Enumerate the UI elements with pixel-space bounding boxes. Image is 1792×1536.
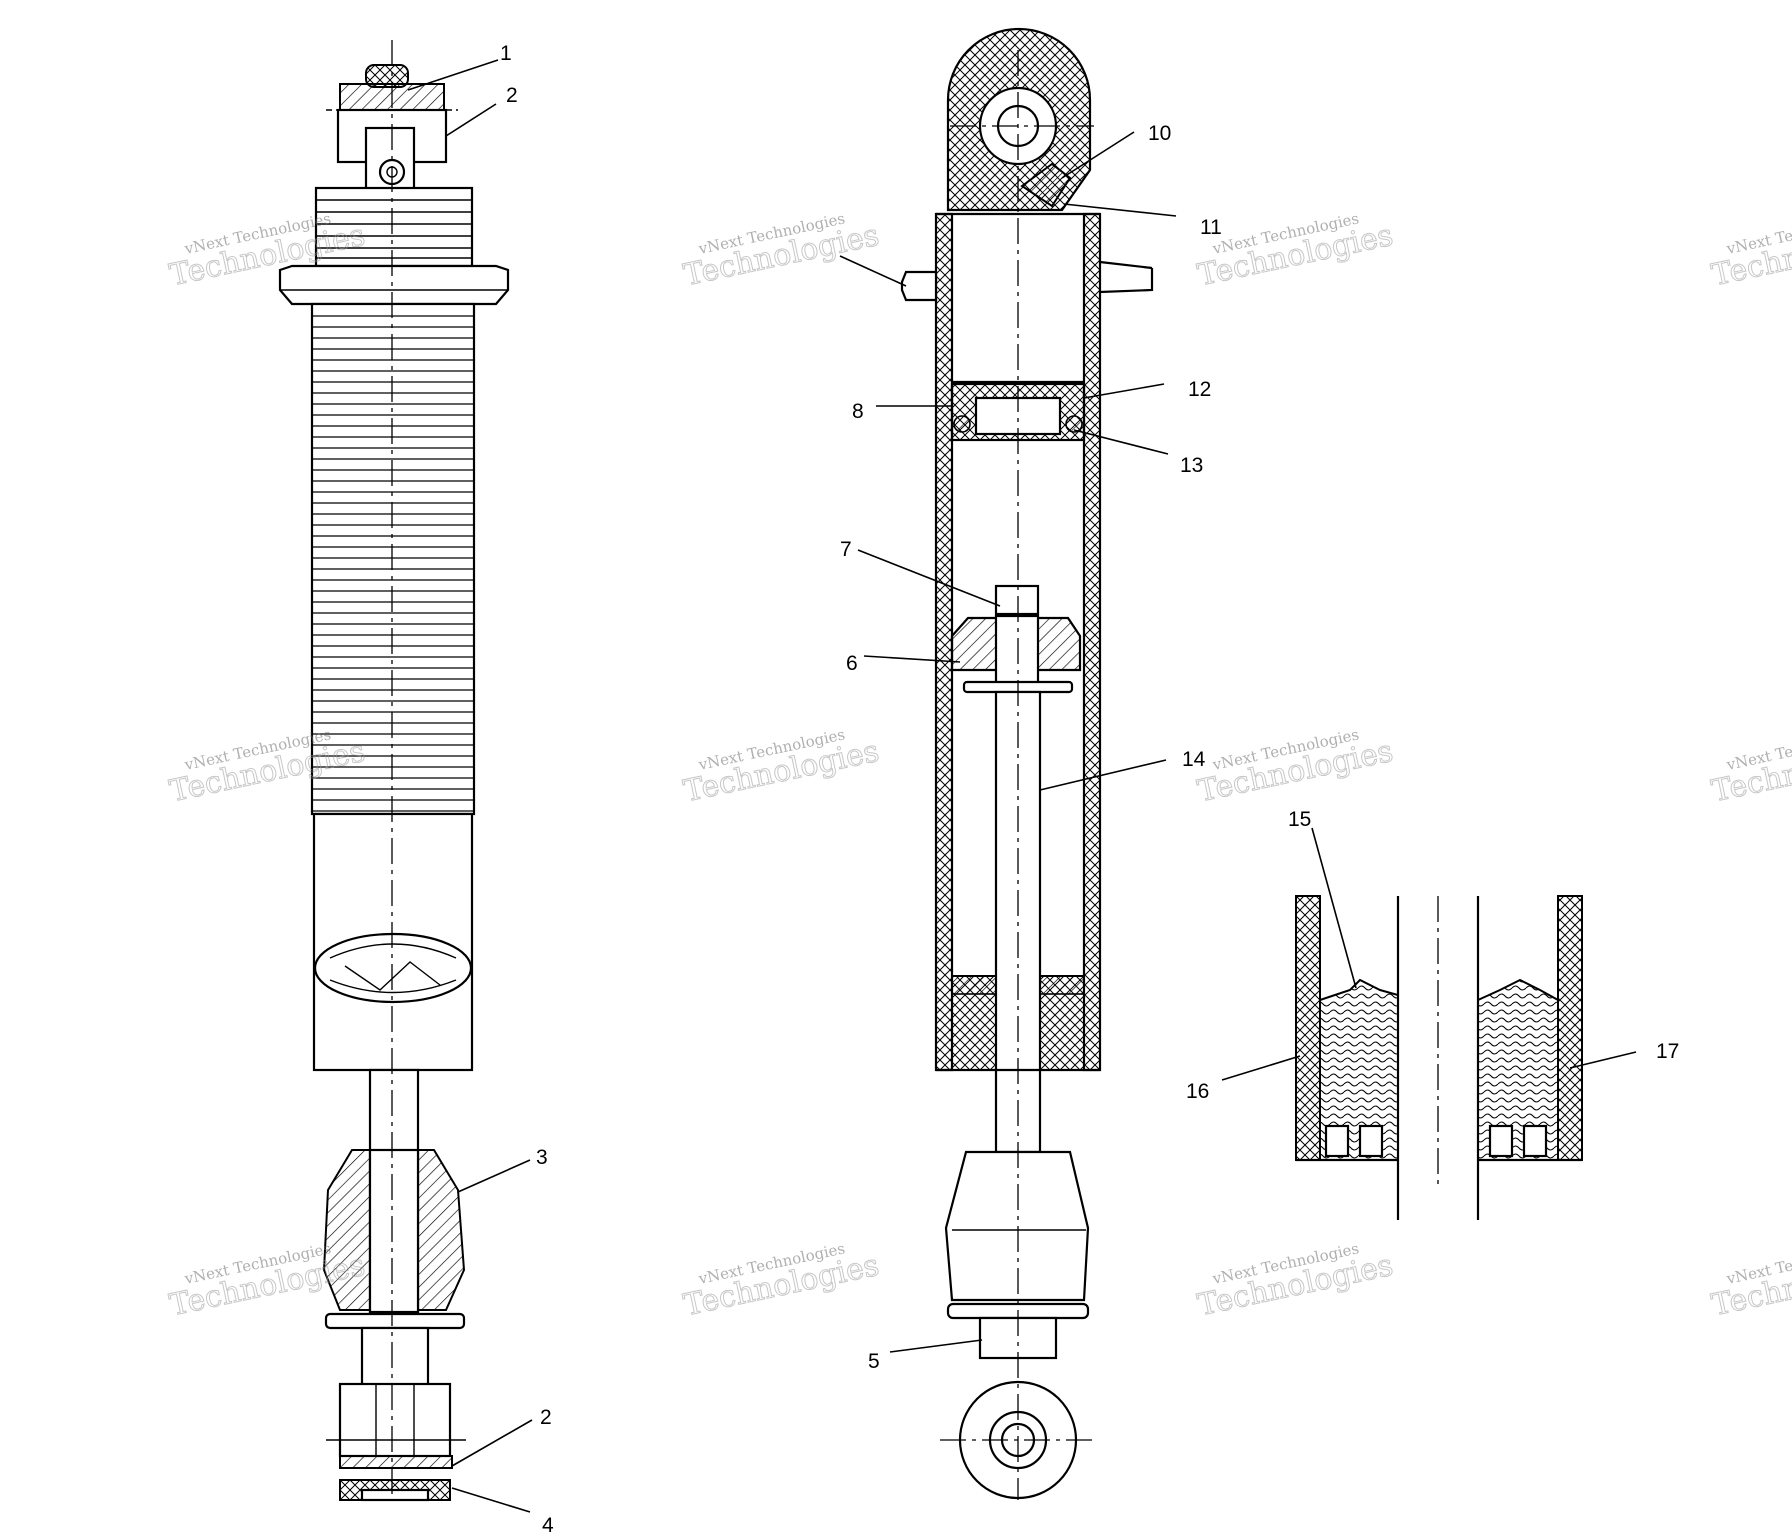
lower-body [312,812,474,1072]
seal-detail-view [1295,895,1583,1220]
watermark: vNext Technologies Technologies [680,1239,882,1324]
fill-valve [1020,162,1072,208]
spring-body [310,302,476,816]
callout-6: 6 [846,652,858,675]
lower-eyelet [338,1382,452,1458]
callout-16: 16 [1186,1080,1209,1103]
callout-13: 13 [1180,454,1203,477]
o-ring-left [953,415,971,433]
callout-12: 12 [1188,378,1211,401]
o-ring-right [1065,415,1083,433]
watermark: vNext Technologies Technologies [1708,1239,1792,1324]
watermark: vNext Technologies Technologies [1194,725,1396,810]
exterior-shock-view [278,40,510,1502]
watermark: vNext Technologies Technologies [1194,209,1396,294]
brand-logo [313,932,473,1004]
callout-3: 3 [536,1146,548,1169]
watermark: vNext Technologies Technologies [1708,209,1792,294]
watermark: vNext Technologies Technologies [1194,1239,1396,1324]
callout-5: 5 [868,1350,880,1373]
callout-1: 1 [500,42,512,65]
callout-11: 11 [1200,216,1222,239]
lower-bushing [339,1455,453,1469]
callout-17: 17 [1656,1040,1679,1063]
callout-15: 15 [1288,808,1311,831]
cutaway-shock-view [900,27,1154,1500]
callout-8: 8 [852,400,864,423]
cylinder-left-wall [934,212,954,1072]
callout-2-top: 2 [506,84,518,107]
callout-4: 4 [542,1514,554,1536]
upper-threads [316,199,472,259]
callout-labels: 1 2 10 11 12 8 13 7 6 14 15 16 17 3 5 2 … [500,42,1679,1536]
watermark: vNext Technologies Technologies [680,725,882,810]
watermark: vNext Technologies Technologies [1708,725,1792,810]
callout-14: 14 [1182,748,1206,771]
callout-7: 7 [840,538,852,561]
spring-collar [278,264,510,306]
cylinder-right-wall [1082,212,1102,1072]
spring-coils [312,315,474,812]
leader-lines [407,59,1637,1513]
watermark: vNext Technologies Technologies [680,209,882,294]
left-fitting [900,270,938,302]
callout-2-bottom: 2 [540,1406,552,1429]
callout-10: 10 [1148,122,1171,145]
piston-nut [994,584,1040,616]
rod-end-housing [944,1150,1090,1302]
lower-washer [324,1312,466,1330]
